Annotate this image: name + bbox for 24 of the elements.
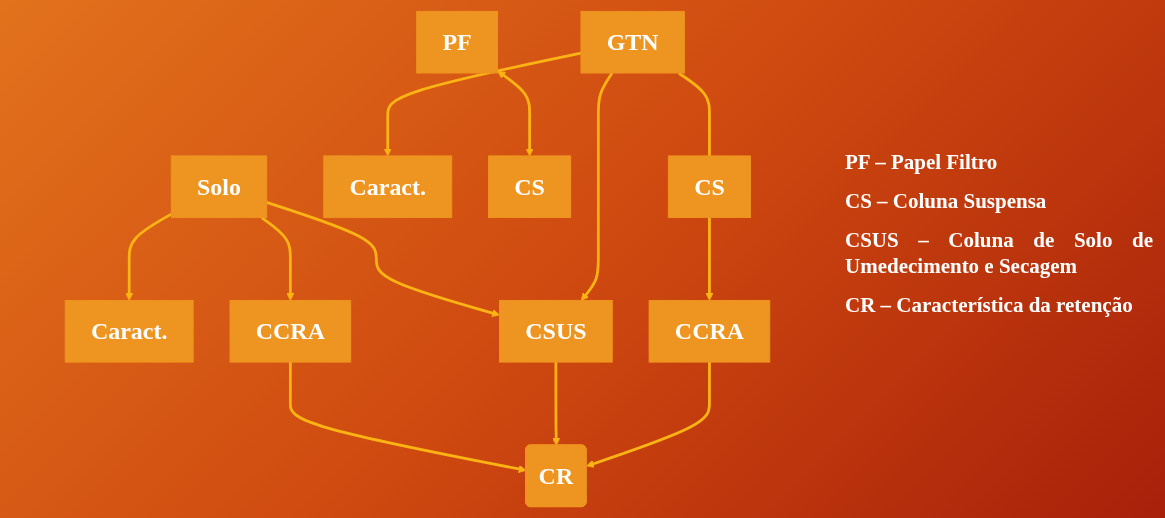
arrow — [288, 362, 527, 473]
arrow — [266, 201, 500, 317]
arrow — [125, 212, 172, 301]
legend-note: PF – Papel Filtro — [845, 150, 999, 176]
node-box: CSUS — [499, 299, 613, 363]
legend-note: CS – Coluna Suspensa — [845, 189, 1048, 215]
node-box: GTN — [580, 10, 685, 74]
legend-note: CSUS – Coluna de Solo de Umedecimento e Secagem — [845, 228, 1153, 279]
node-box: CS — [488, 155, 572, 219]
legend-note: CR – Característica da retenção — [845, 292, 1134, 318]
arrow — [552, 362, 561, 446]
arrow — [580, 72, 614, 301]
arrow — [383, 51, 582, 157]
node-box: Solo — [170, 155, 268, 219]
arrow — [497, 70, 534, 157]
arrow — [260, 216, 295, 301]
node-box: CCRA — [648, 299, 771, 363]
node-box: CCRA — [229, 299, 352, 363]
arrow — [705, 217, 714, 301]
node-box: PF — [416, 10, 498, 74]
node-box: CS — [667, 155, 751, 219]
node-box: Caract. — [64, 299, 194, 363]
arrow — [586, 362, 711, 468]
node-box: Caract. — [323, 155, 453, 219]
